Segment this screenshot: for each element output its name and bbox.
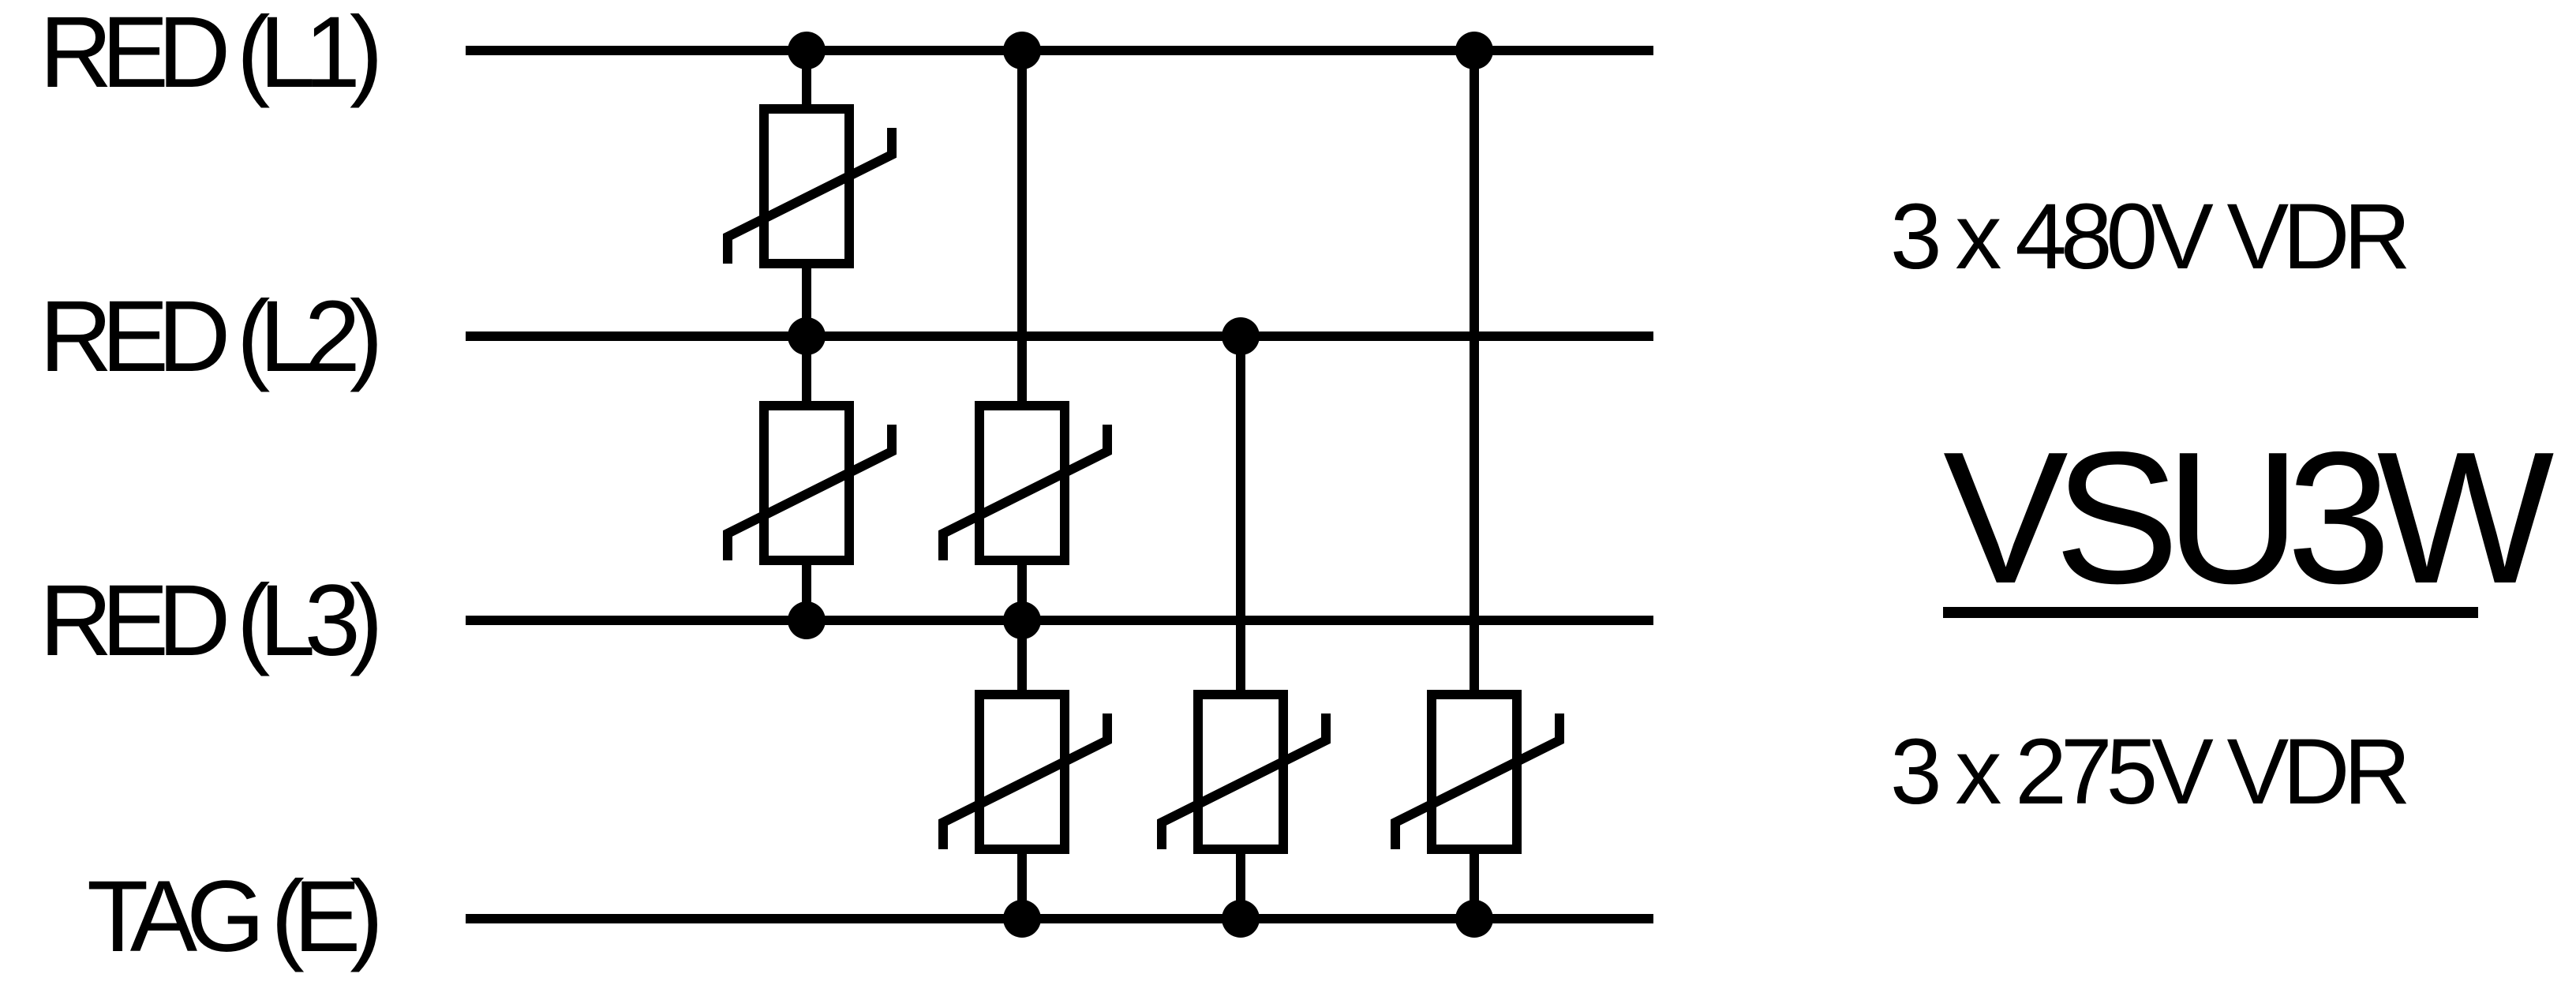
model-name: VSU3W <box>1943 414 2554 623</box>
junction-dot <box>788 601 826 639</box>
junction-dot <box>788 317 826 355</box>
line-label-l2: RED (L2) <box>39 280 377 393</box>
junction-dot <box>788 32 826 69</box>
line-label-e: TAG (E) <box>87 860 377 973</box>
varistor-l2-e <box>1162 695 1326 849</box>
varistor-l2-l3 <box>728 406 892 560</box>
junction-dot <box>1222 317 1260 355</box>
junction-dot <box>1003 32 1041 69</box>
varistor-l1-l2 <box>728 109 892 264</box>
junction-dot <box>1003 900 1041 938</box>
junction-dot <box>1003 601 1041 639</box>
line-label-l1: RED (L1) <box>39 0 377 109</box>
line-label-l3: RED (L3) <box>39 564 377 677</box>
rating-line-to-line: 3 x 480V VDR <box>1890 185 2406 289</box>
varistor-l3-e <box>943 695 1107 849</box>
varistor-l1-l3 <box>943 406 1107 560</box>
junction-dot <box>1222 900 1260 938</box>
varistor-l1-e <box>1395 695 1559 849</box>
junction-dot <box>1455 900 1493 938</box>
rating-line-to-earth: 3 x 275V VDR <box>1890 720 2406 824</box>
junction-dot <box>1455 32 1493 69</box>
